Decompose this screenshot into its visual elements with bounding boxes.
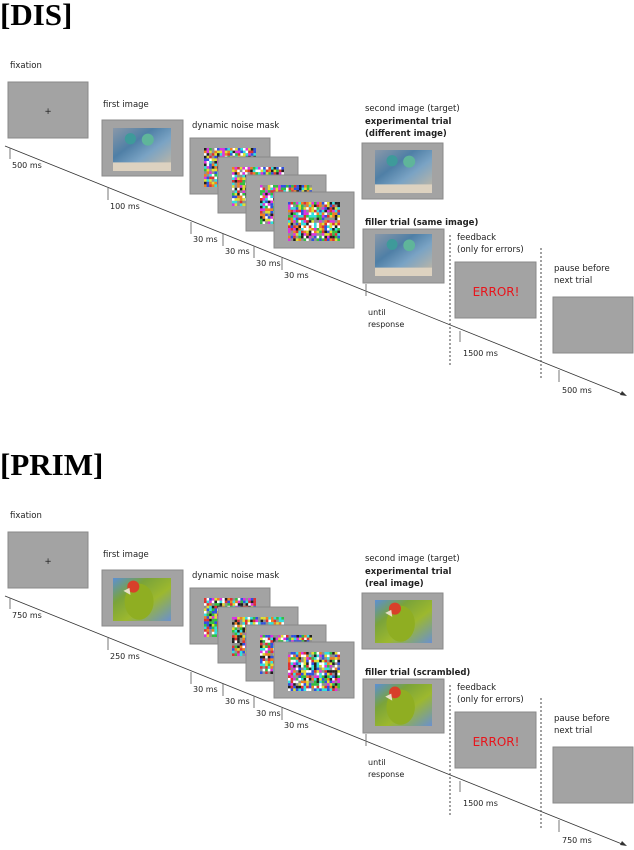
parrot-photo [113,578,171,621]
noise-mask-duration: 30 ms [284,721,309,730]
noise-mask-duration: 30 ms [256,709,281,718]
first-image-duration: 100 ms [110,202,140,211]
pause-label-line1: pause before [554,264,610,274]
feedback-label-line2: (only for errors) [457,695,524,705]
panel-dis: [DIS] fixation +500 ms first image 100 ms dyn… [0,0,633,396]
parrot-photo [375,600,432,643]
pause-duration: 750 ms [562,836,592,845]
response-duration-line2: response [368,320,404,329]
noise-mask-label: dynamic noise mask [192,571,279,581]
pause-duration: 500 ms [562,386,592,395]
first-image-label: first image [103,550,149,560]
second-image-label: second image (target) [365,554,460,564]
feedback-label-line1: feedback [457,683,496,693]
surgeons-photo [375,150,432,193]
pause-screen [553,747,633,803]
filler-trial-label: filler trial (same image) [365,218,478,228]
fixation-duration: 750 ms [12,611,42,620]
surgeons-photo [113,128,171,171]
response-duration-line1: until [368,758,386,767]
noise-pattern [288,652,340,691]
noise-mask-duration: 30 ms [193,235,218,244]
pause-label-line1: pause before [554,714,610,724]
filler-trial-label: filler trial (scrambled) [365,668,470,678]
noise-mask-screen [274,192,354,248]
fixation-label: fixation [10,61,42,71]
noise-mask-duration: 30 ms [225,697,250,706]
experimental-trial-label: experimental trial [365,117,451,127]
timeline-arrow-icon [620,841,627,846]
fixation-duration: 500 ms [12,161,42,170]
first-image-duration: 250 ms [110,652,140,661]
surgeons-photo [375,234,432,276]
fixation-label: fixation [10,511,42,521]
panel-title: [DIS] [0,0,72,32]
experimental-trial-label: experimental trial [365,567,451,577]
fixation-cross: + [44,557,51,567]
noise-mask-label: dynamic noise mask [192,121,279,131]
feedback-label-line2: (only for errors) [457,245,524,255]
panel-prim: [PRIM] fixation +750 ms first image 250 ms dy… [0,447,633,846]
parrot-photo [375,684,432,726]
noise-mask-duration: 30 ms [225,247,250,256]
fixation-cross: + [44,107,51,117]
feedback-duration: 1500 ms [463,799,498,808]
pause-screen [553,297,633,353]
noise-mask-duration: 30 ms [256,259,281,268]
feedback-duration: 1500 ms [463,349,498,358]
second-image-label: second image (target) [365,104,460,114]
first-image-label: first image [103,100,149,110]
response-duration-line1: until [368,308,386,317]
noise-pattern [288,202,340,241]
noise-mask-duration: 30 ms [284,271,309,280]
error-message: ERROR! [473,735,520,749]
timeline-arrow-icon [620,391,627,396]
noise-mask-screen [274,642,354,698]
noise-mask-duration: 30 ms [193,685,218,694]
pause-label-line2: next trial [554,276,592,286]
experimental-trial-sublabel: (real image) [365,579,424,589]
pause-label-line2: next trial [554,726,592,736]
response-duration-line2: response [368,770,404,779]
experimental-trial-sublabel: (different image) [365,129,447,139]
error-message: ERROR! [473,285,520,299]
panel-title: [PRIM] [0,447,103,482]
feedback-label-line1: feedback [457,233,496,243]
